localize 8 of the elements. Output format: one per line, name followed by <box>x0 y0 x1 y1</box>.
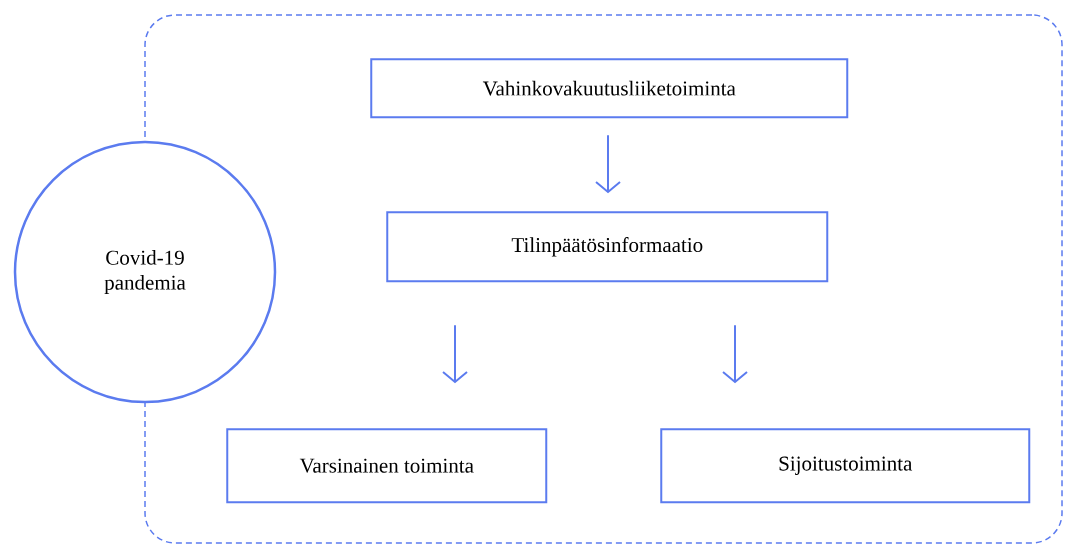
arrow <box>722 324 748 384</box>
arrow <box>442 324 468 384</box>
process-box: Sijoitustoiminta <box>660 428 1031 504</box>
arrow <box>595 134 621 194</box>
process-box: Tilinpäätösinformaatio <box>386 211 829 283</box>
process-box: Vahinkovakuutusliiketoiminta <box>370 58 849 119</box>
circle-node: Covid-19 pandemia <box>13 140 277 404</box>
process-box: Varsinainen toiminta <box>226 428 548 504</box>
